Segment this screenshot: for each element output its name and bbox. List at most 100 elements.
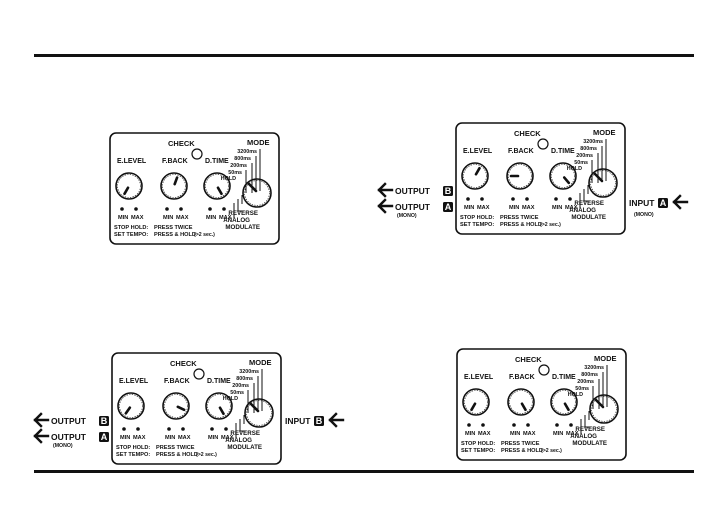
knob [117,392,145,420]
input-label: INPUT [629,198,655,208]
mode-option: MODULATE [571,214,606,221]
min-dot [555,423,559,427]
min-dot [466,197,470,201]
max-dot [480,197,484,201]
knob-pointer [520,402,527,412]
max-dot [181,427,185,431]
mode-option: 800ms [236,376,253,382]
channel-badge-box [314,416,324,426]
knob-ring [507,388,535,416]
mode-option: ANALOG [225,437,252,444]
max-label: MAX [566,431,579,437]
max-dot [136,427,140,431]
mode-option: 50ms [228,170,242,176]
mode-option: 3200ms [583,139,603,145]
knob-ring [115,172,143,200]
knob-grip [117,174,141,198]
knob-pointer [562,176,571,185]
knob-ring [462,388,490,416]
max-dot [526,423,530,427]
min-label: MIN [509,205,519,211]
max-dot [568,197,572,201]
min-dot [122,427,126,431]
knob-ring [205,392,233,420]
knob-label: E.LEVEL [117,158,147,165]
max-dot [525,197,529,201]
knob [205,392,233,420]
knob-grip [509,390,533,414]
mode-knob-pointer [593,172,604,183]
note-stop-hold: STOP HOLD: [460,215,494,221]
mode-option: REVERSE [230,430,260,437]
mode-knob-ring [588,168,618,198]
max-label: MAX [221,435,234,441]
min-label: MIN [120,435,130,441]
mode-ticks-lower [580,411,591,434]
mode-knob-pointer [594,398,605,409]
mode-option: MODULATE [227,444,262,451]
knob [162,392,190,420]
note-duration: (>2 sec.) [194,232,215,238]
knob [507,388,535,416]
channel-badge-box [443,202,453,212]
bottom-rule [34,470,694,473]
mode-option: ANALOG [223,217,250,224]
max-label: MAX [219,215,232,221]
channel-badge: B [314,416,324,426]
knob [461,162,489,190]
channel-letter: A [101,432,108,442]
note-duration: (>2 sec.) [540,222,561,228]
knob-pointer [470,402,477,412]
mode-knob-ring [242,178,272,208]
knob-grip [164,394,188,418]
mode-knob-pointer [249,402,260,413]
max-label: MAX [176,215,189,221]
note-press-twice: PRESS TWICE [500,215,539,221]
channel-badge: A [658,198,668,208]
arrow-shape [33,428,50,444]
min-dot [165,207,169,211]
knob [462,388,490,416]
knob-pointer [218,406,225,416]
max-dot [134,207,138,211]
knob-ring [549,162,577,190]
output-mono-note: (MONO) [53,443,73,449]
min-label: MIN [206,215,216,221]
mode-option: 800ms [580,146,597,152]
knob-pointer [563,402,570,412]
channel-badge-box [99,416,109,426]
mode-label: MODE [594,354,617,363]
knob-pointer [124,406,132,415]
note-set-tempo: SET TEMPO: [461,448,495,454]
min-label: MIN [553,431,563,437]
min-label: MIN [208,435,218,441]
arrow-shape [377,198,394,214]
knob-pointer [474,166,481,176]
input-label: INPUT [285,416,311,426]
mode-ticks [592,365,608,409]
pedal-panel-outline [456,348,627,461]
output-b-label: OUTPUT [51,416,87,426]
check-led-icon [193,368,205,380]
knob-ring [506,162,534,190]
note-press-hold: PRESS & HOLD [156,452,198,458]
mode-option: 200ms [232,383,249,389]
check-label: CHECK [170,359,197,368]
mode-option: 200ms [576,153,593,159]
channel-badge-box [99,432,109,442]
mode-knob [242,178,272,208]
mode-option: MODULATE [225,224,260,231]
arrow-left-icon [377,198,394,214]
mode-option: 50ms [575,386,589,392]
knob-grip [463,164,487,188]
knob-label: D.TIME [552,374,576,381]
note-duration: (>2 sec.) [196,452,217,458]
knob-pointer [176,405,186,412]
